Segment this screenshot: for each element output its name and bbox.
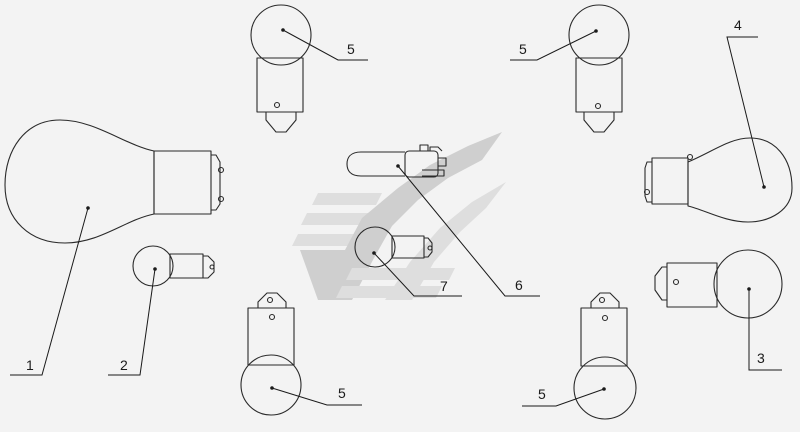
bulb-2-pin bbox=[209, 264, 215, 270]
bulb-7-base bbox=[391, 235, 425, 259]
bulb-7 bbox=[354, 226, 433, 268]
bulb-5-top-left bbox=[250, 4, 312, 133]
bulb-1 bbox=[4, 119, 225, 244]
bulb-5-base bbox=[256, 57, 304, 113]
bulb-5-base bbox=[575, 57, 623, 113]
bulb-5-pin bbox=[601, 314, 609, 322]
bulb-2-base-end bbox=[203, 255, 215, 279]
bulb-1-pin bbox=[217, 195, 225, 203]
bulb-6 bbox=[346, 144, 447, 178]
bulb-6-clip bbox=[438, 157, 447, 167]
bulb-1-base bbox=[153, 150, 212, 215]
callout-label-2: 2 bbox=[120, 357, 128, 373]
bulb-5-pin bbox=[273, 101, 281, 109]
leader-line bbox=[108, 268, 156, 376]
leader-line bbox=[282, 29, 368, 61]
bulb-3-base-end bbox=[654, 266, 667, 301]
callout-2: 2 bbox=[108, 267, 157, 376]
bulb-5-glass bbox=[573, 356, 637, 420]
callout-label-1: 1 bbox=[26, 357, 34, 373]
callout-3: 3 bbox=[747, 287, 782, 371]
bulb-5-bottom-right bbox=[573, 292, 637, 420]
bulb-5-top-right bbox=[568, 4, 630, 133]
callout-label-6: 6 bbox=[515, 277, 523, 293]
bulb-6-glass bbox=[346, 151, 405, 177]
bulb-4-pin bbox=[686, 153, 694, 161]
bulb-6-clip bbox=[429, 146, 443, 152]
watermark-logo bbox=[292, 132, 506, 300]
callout-1: 1 bbox=[10, 206, 90, 376]
bulb-5-glass bbox=[250, 4, 312, 66]
bulb-1-glass bbox=[4, 119, 155, 244]
bulb-4-glass bbox=[687, 137, 793, 223]
bulb-5-pin bbox=[266, 296, 274, 304]
callout-label-5a: 5 bbox=[347, 41, 355, 57]
bulb-5-base bbox=[247, 307, 295, 366]
callout-5a: 5 bbox=[281, 28, 368, 61]
callout-6: 6 bbox=[396, 164, 540, 297]
bulb-5-base-end bbox=[265, 112, 297, 133]
bulb-5-base-end bbox=[257, 292, 287, 308]
bulb-5-base bbox=[580, 307, 628, 367]
bulb-1-base-end bbox=[211, 154, 221, 211]
bulb-5-base-end bbox=[590, 292, 620, 308]
leader-line bbox=[726, 36, 765, 188]
bulb-7-pin bbox=[427, 245, 433, 251]
callout-label-3: 3 bbox=[757, 350, 765, 366]
bulb-2-base bbox=[169, 253, 204, 279]
leader-line bbox=[522, 388, 605, 407]
leader-line bbox=[271, 387, 362, 406]
watermark-stripe bbox=[346, 268, 455, 280]
leader-line bbox=[10, 207, 89, 376]
bulb-3-glass bbox=[713, 249, 783, 319]
bulb-3 bbox=[654, 249, 783, 319]
callout-label-5b: 5 bbox=[519, 41, 527, 57]
bulb-5-base-end bbox=[583, 112, 615, 133]
bulb-1-pin bbox=[217, 166, 225, 174]
callout-5b: 5 bbox=[510, 29, 598, 61]
watermark-swoosh bbox=[300, 132, 502, 300]
watermark-stripe bbox=[292, 234, 366, 246]
callout-5c: 5 bbox=[270, 385, 362, 406]
bulb-5-glass bbox=[240, 354, 302, 416]
bulb-5-glass bbox=[568, 4, 630, 66]
callout-5d: 5 bbox=[522, 386, 606, 407]
bulb-2 bbox=[132, 245, 215, 287]
callout-label-4: 4 bbox=[734, 17, 742, 33]
watermark-stripe bbox=[336, 286, 442, 298]
bulb-4 bbox=[643, 137, 793, 223]
watermark-stripe bbox=[301, 213, 376, 225]
bulb-3-base bbox=[666, 262, 718, 308]
leader-line bbox=[748, 289, 782, 371]
callout-label-5c: 5 bbox=[338, 385, 346, 401]
bulb-4-pin bbox=[643, 188, 651, 196]
bulb-5-pin bbox=[268, 313, 276, 321]
callout-4: 4 bbox=[726, 17, 766, 189]
bulb-5-pin bbox=[598, 296, 606, 304]
callout-7: 7 bbox=[372, 251, 462, 297]
leader-line bbox=[510, 30, 597, 61]
bulb-4-base-end bbox=[644, 161, 652, 203]
bulb-6-clip bbox=[422, 169, 445, 177]
bulb-4-base bbox=[651, 157, 689, 205]
bulb-5-pin bbox=[594, 102, 602, 110]
callout-label-7: 7 bbox=[440, 278, 448, 294]
callout-label-5d: 5 bbox=[538, 386, 546, 402]
bulb-6-base bbox=[404, 150, 439, 178]
bulb-7-glass bbox=[354, 226, 396, 268]
watermark-stripe bbox=[312, 193, 382, 205]
bulb-3-pin bbox=[672, 278, 680, 286]
bulb-6-clip bbox=[419, 144, 429, 151]
leader-line bbox=[397, 165, 540, 297]
bulb-5-bottom-left bbox=[240, 292, 302, 416]
leader-line bbox=[373, 252, 462, 297]
